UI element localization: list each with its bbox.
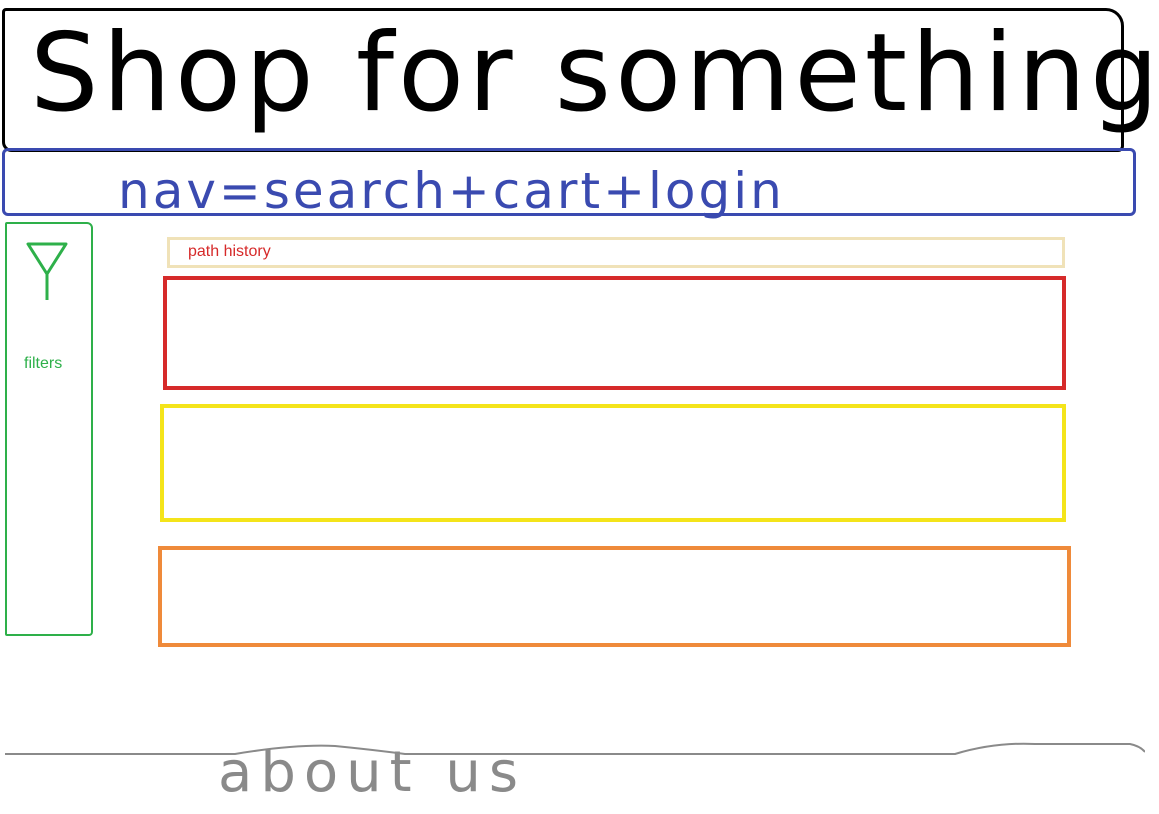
content-box-red	[163, 276, 1066, 390]
filters-sidebar	[5, 222, 93, 636]
path-history-box	[167, 237, 1065, 268]
content-box-yellow	[160, 404, 1066, 522]
footer-divider	[5, 742, 1145, 755]
content-box-orange	[158, 546, 1071, 647]
filters-label: filters	[24, 355, 63, 372]
filter-icon	[26, 242, 68, 300]
page-title: Shop for something	[30, 11, 1159, 136]
nav-bar	[2, 148, 1136, 216]
footer-about-us: about us	[218, 740, 527, 805]
path-history-label: path history	[188, 243, 271, 260]
nav-label: nav=search+cart+login	[118, 162, 785, 220]
